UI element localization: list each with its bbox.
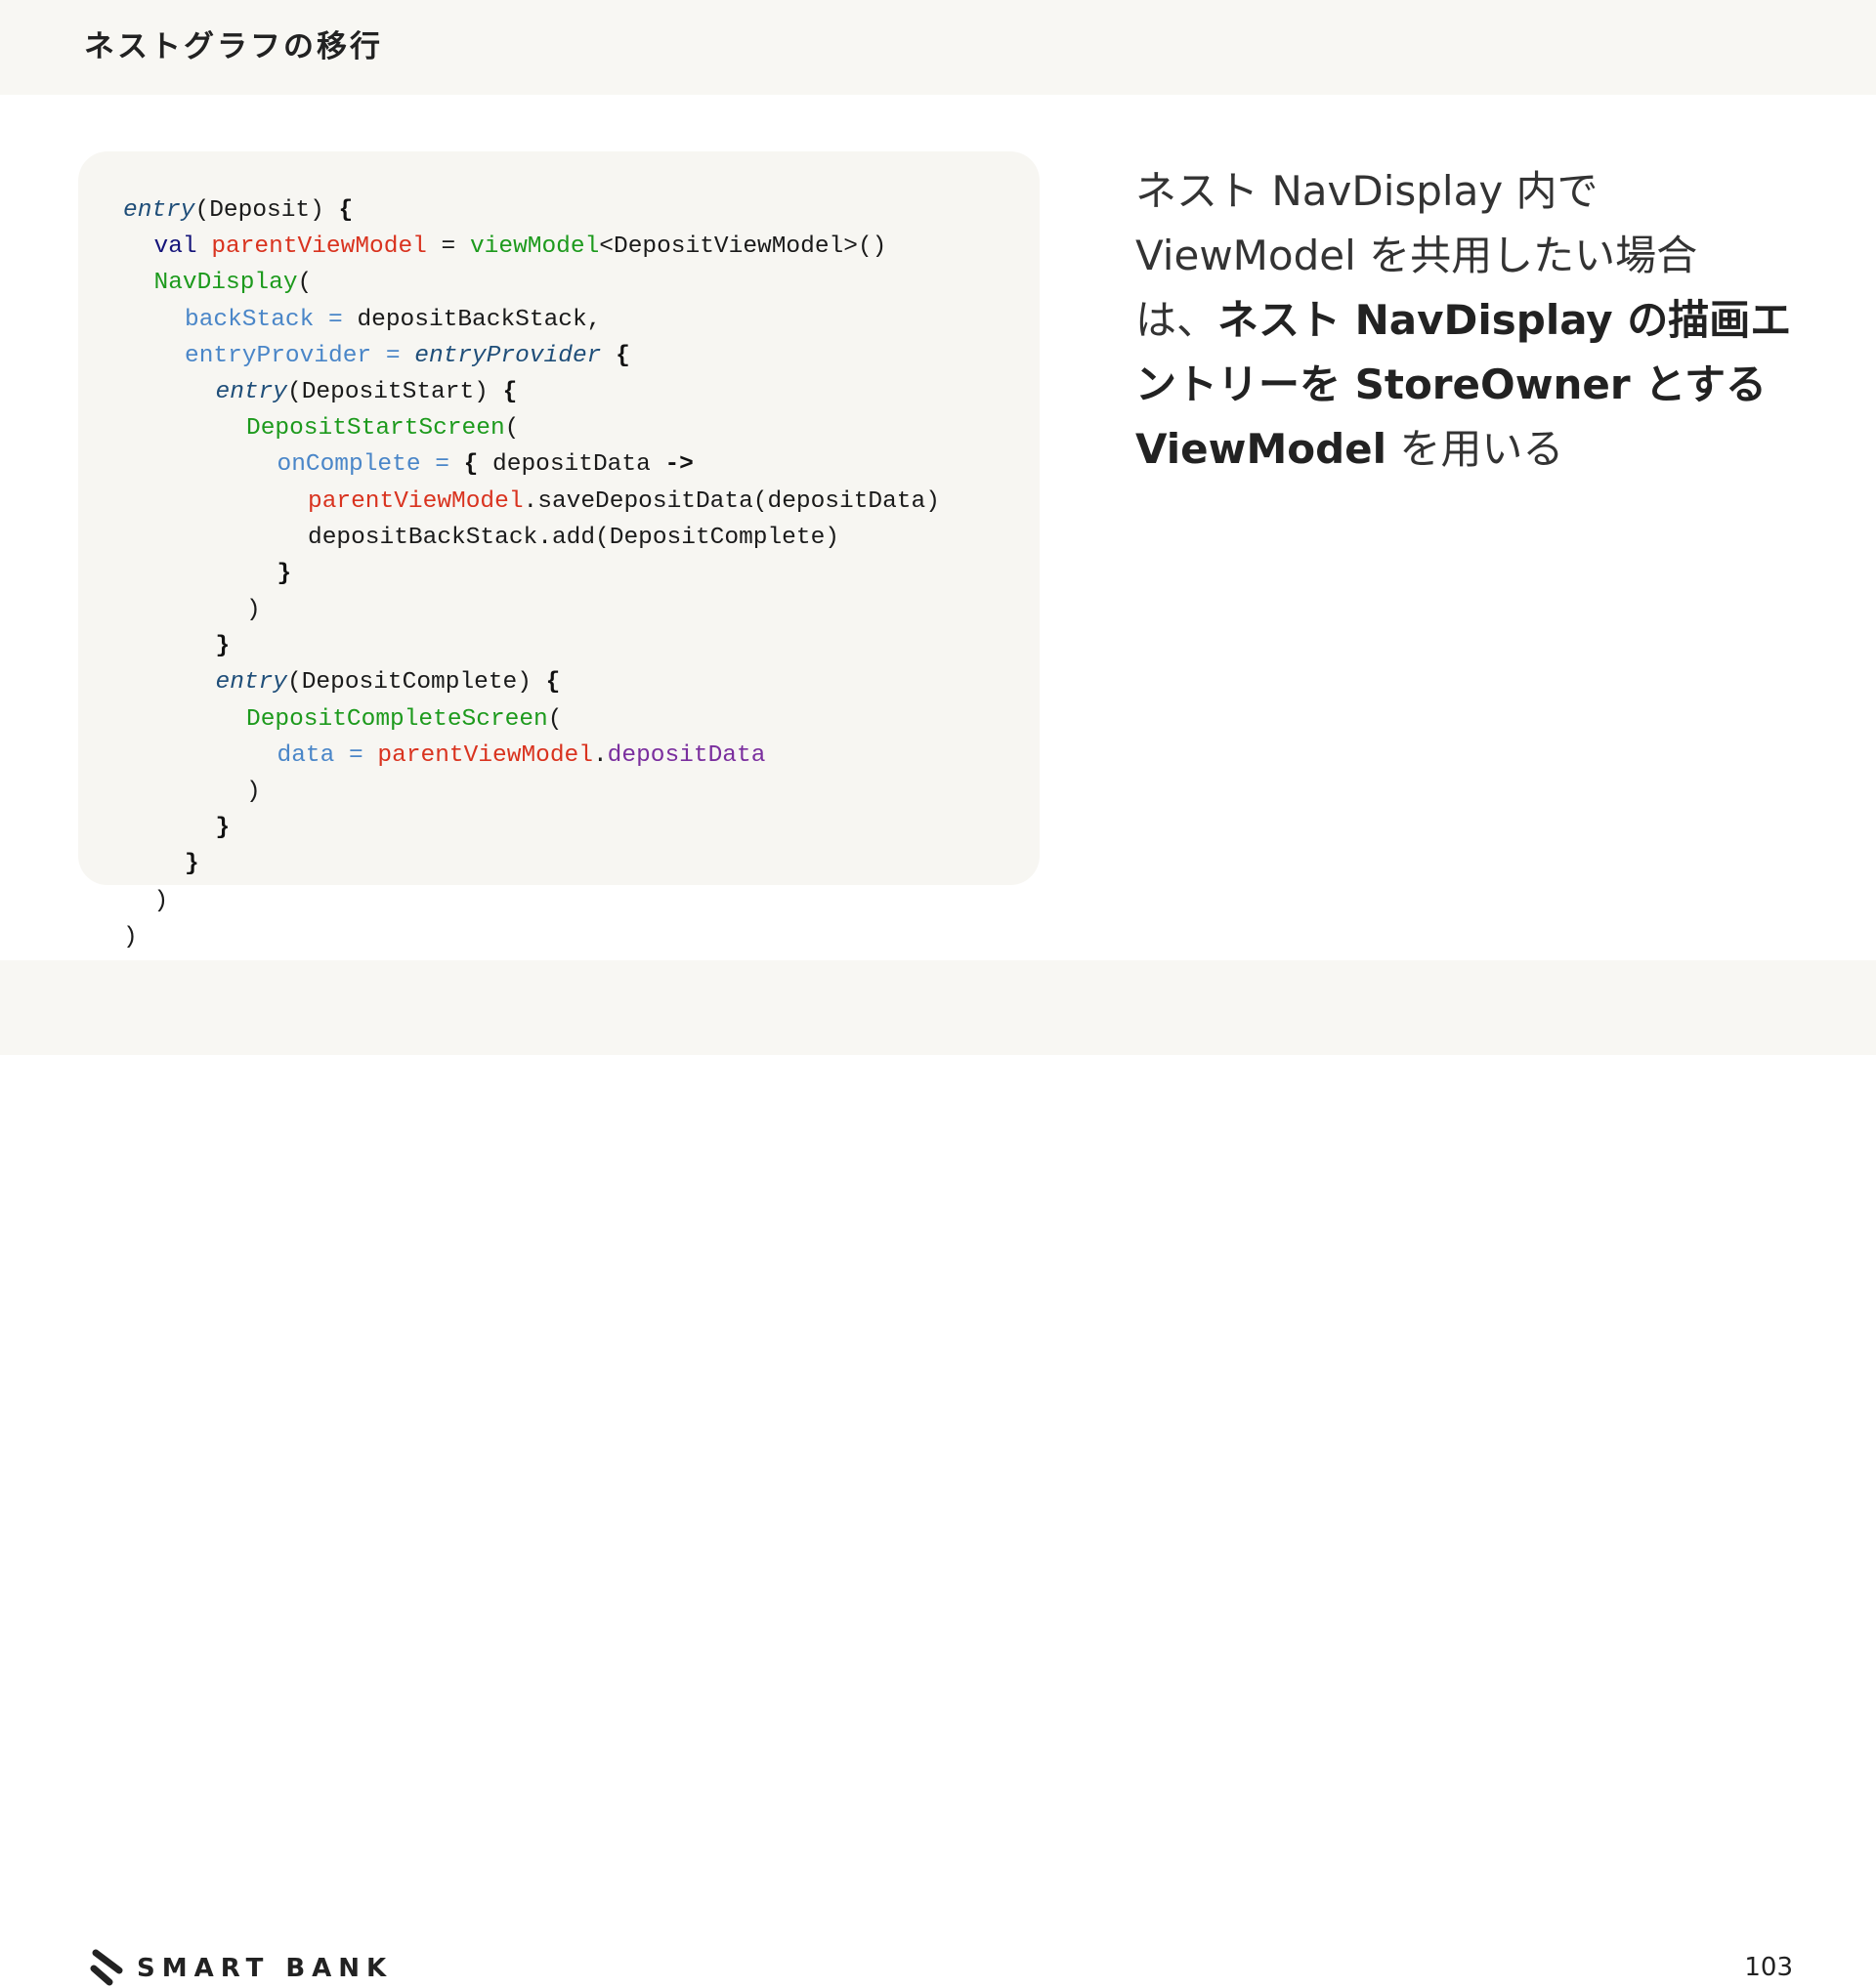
- code-line: DepositStartScreen(: [123, 410, 940, 446]
- code-token: .saveDepositData(depositData): [523, 487, 940, 515]
- code-token: {: [601, 342, 630, 369]
- code-token: val: [153, 233, 212, 261]
- description-line-3: は、ネスト NavDisplay の描画エ: [1135, 288, 1819, 353]
- code-token: viewModel: [469, 233, 600, 261]
- code-token: data =: [277, 741, 378, 769]
- code-line: }: [123, 846, 940, 882]
- code-token: depositBackStack.add(DepositComplete): [308, 524, 839, 551]
- code-line: val parentViewModel = viewModel<DepositV…: [123, 229, 940, 265]
- code-token: <DepositViewModel>(): [599, 233, 887, 261]
- code-token: {: [338, 197, 354, 224]
- code-token: depositData: [492, 451, 665, 479]
- code-token: }: [215, 815, 231, 842]
- code-token: =: [426, 233, 470, 261]
- code-line: }: [123, 628, 940, 664]
- code-line: onComplete = { depositData ->: [123, 446, 940, 483]
- code-line: parentViewModel.saveDepositData(depositD…: [123, 484, 940, 520]
- description-line-5-bold: ViewModel: [1135, 425, 1387, 473]
- description-line-4: ントリーを StoreOwner とする: [1135, 360, 1767, 408]
- code-token: {: [502, 378, 518, 405]
- code-token: }: [185, 851, 199, 878]
- code-token: onComplete =: [277, 451, 464, 479]
- code-line: }: [123, 556, 940, 592]
- code-panel: [78, 151, 1040, 885]
- smartbank-logo-icon: [90, 1949, 123, 1986]
- code-line: ): [123, 919, 940, 955]
- code-token: (: [504, 415, 520, 443]
- description-text: ネスト NavDisplay 内で ViewModel を共用したい場合 は、ネ…: [1135, 159, 1819, 482]
- code-token: parentViewModel: [377, 741, 593, 769]
- code-line: entryProvider = entryProvider {: [123, 338, 940, 374]
- code-token: (: [297, 270, 313, 297]
- code-line: ): [123, 592, 940, 628]
- code-token: entry: [123, 197, 195, 224]
- description-line-1: ネスト NavDisplay 内で: [1135, 167, 1599, 215]
- code-token: ): [246, 779, 261, 805]
- code-token: DepositCompleteScreen: [246, 705, 548, 733]
- code-token: entryProvider =: [185, 342, 415, 369]
- code-token: parentViewModel: [308, 487, 524, 515]
- code-token: entryProvider: [414, 342, 602, 369]
- description-line-3-bold: ネスト NavDisplay の描画エ: [1217, 296, 1792, 344]
- code-line: }: [123, 810, 940, 846]
- code-line: backStack = depositBackStack,: [123, 302, 940, 338]
- code-line: ): [123, 883, 940, 919]
- code-token: ): [246, 597, 261, 624]
- code-line: data = parentViewModel.depositData: [123, 738, 940, 774]
- description-line-5-normal: を用いる: [1386, 425, 1564, 473]
- code-line: entry(DepositComplete) {: [123, 664, 940, 700]
- code-line: entry(DepositStart) {: [123, 374, 940, 410]
- code-token: DepositStartScreen: [246, 415, 505, 443]
- slide-footer: SMART BANK 103: [0, 960, 1876, 1986]
- code-token: backStack =: [185, 306, 358, 333]
- code-content: entry(Deposit) {val parentViewModel = vi…: [123, 192, 940, 955]
- code-token: }: [215, 633, 231, 660]
- code-token: (DepositComplete): [287, 669, 546, 697]
- page-number: 103: [1744, 1953, 1793, 1982]
- code-line: NavDisplay(: [123, 265, 940, 301]
- code-token: (Deposit): [194, 197, 339, 224]
- code-token: parentViewModel: [211, 233, 427, 261]
- code-token: depositData: [607, 741, 766, 769]
- code-token: entry: [215, 378, 288, 405]
- code-line: depositBackStack.add(DepositComplete): [123, 520, 940, 556]
- slide-header: ネストグラフの移行: [0, 0, 1876, 95]
- description-line-2: ViewModel を共用したい場合: [1135, 232, 1698, 279]
- code-token: (DepositStart): [287, 378, 503, 405]
- description-line-3-normal: は、: [1135, 296, 1218, 344]
- code-block: entry(Deposit) {val parentViewModel = vi…: [123, 192, 940, 955]
- code-token: depositBackStack,: [357, 306, 602, 333]
- brand-name: SMART BANK: [137, 1954, 394, 1983]
- code-token: ): [153, 887, 169, 914]
- code-line: ): [123, 774, 940, 810]
- code-token: {: [545, 669, 561, 697]
- code-token: ->: [664, 451, 694, 479]
- code-token: NavDisplay: [153, 270, 298, 297]
- code-token: ): [123, 923, 138, 951]
- slide-title: ネストグラフの移行: [84, 29, 383, 64]
- code-token: }: [277, 560, 292, 587]
- description-line-5: ViewModel を用いる: [1135, 417, 1819, 482]
- code-line: entry(Deposit) {: [123, 192, 940, 229]
- code-token: {: [463, 451, 493, 479]
- code-token: (: [547, 705, 563, 733]
- code-line: DepositCompleteScreen(: [123, 701, 940, 738]
- code-token: .: [592, 741, 608, 769]
- code-token: entry: [215, 669, 288, 697]
